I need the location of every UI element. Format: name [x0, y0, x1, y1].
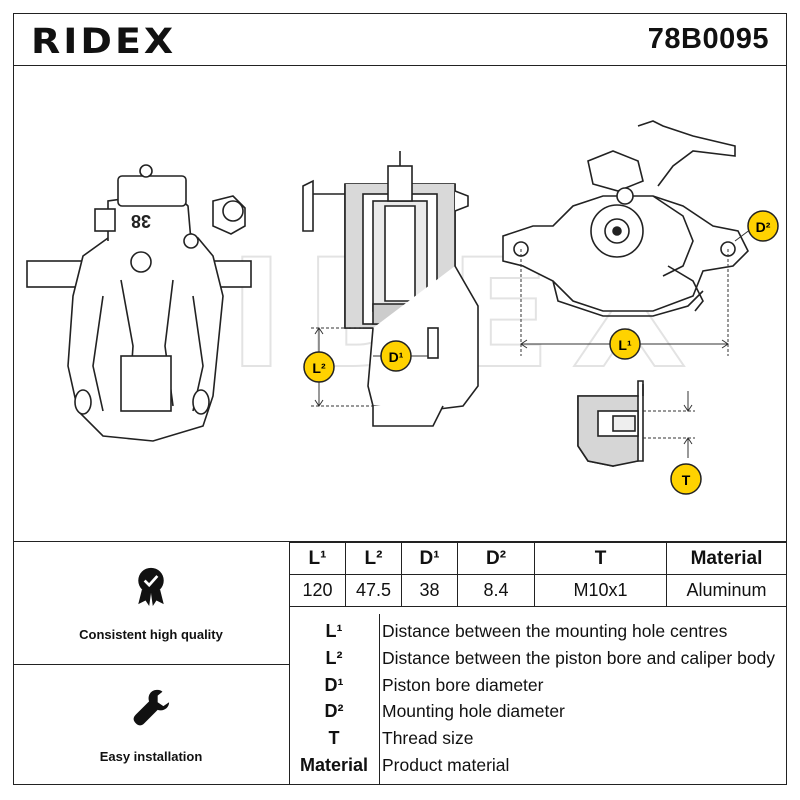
d1-badge — [380, 340, 412, 372]
spec-header-l1: L¹ — [289, 542, 346, 575]
legend-text: Piston bore diameter — [382, 675, 544, 695]
spec-table: L¹ L² D¹ D² T Material 120 47.5 38 8.4 M… — [289, 542, 787, 607]
spec-value-l1: 120 — [289, 574, 346, 607]
legend-text: Distance between the piston bore and cal… — [382, 648, 776, 668]
caliper-stamp-text: 38 — [131, 211, 151, 231]
spec-value-d2: 8.4 — [457, 574, 535, 607]
spec-header-d1: D¹ — [401, 542, 458, 575]
spec-section: Consistent high quality Easy installatio… — [13, 541, 787, 785]
caliper-front-view: 38 — [26, 164, 252, 442]
legend-text: Product material — [382, 755, 510, 775]
feature-label-installation: Easy installation — [99, 749, 203, 764]
legend-symbol: D² — [324, 701, 344, 721]
legend-item: L¹ Distance between the mounting hole ce… — [289, 618, 787, 644]
spec-value-material: Aluminum — [666, 574, 787, 607]
spec-value-l2: 47.5 — [345, 574, 402, 607]
legend-symbol: T — [328, 728, 340, 748]
caliper-rear-view — [502, 120, 749, 317]
feature-divider — [13, 664, 289, 665]
caliper-section-view — [302, 151, 479, 427]
legend-item: T Thread size — [289, 725, 787, 751]
legend-item: L² Distance between the piston bore and … — [289, 645, 787, 671]
legend-text: Thread size — [382, 728, 474, 748]
legend-divider — [379, 614, 380, 784]
spec-value-t: M10x1 — [534, 574, 667, 607]
spec-value-d1: 38 — [401, 574, 458, 607]
legend-item: Material Product material — [289, 752, 787, 778]
caliper-drawing-svg: RIDEX 38 — [26, 120, 779, 495]
thread-detail-view — [577, 380, 644, 467]
legend-symbol: L¹ — [325, 621, 343, 641]
header-bar: RIDEX 78B0095 — [13, 13, 787, 66]
quality-badge-icon — [138, 567, 164, 606]
spec-header-t: T — [534, 542, 667, 575]
spec-header-row: L¹ L² D¹ D² T Material — [289, 542, 787, 575]
t-badge-label: T — [682, 472, 691, 488]
legend-symbol: L² — [325, 648, 343, 668]
spec-header-l2: L² — [345, 542, 402, 575]
wrench-icon — [133, 689, 170, 726]
legend-item: D¹ Piston bore diameter — [289, 672, 787, 698]
l1-badge-label: L¹ — [618, 337, 632, 353]
l2-badge-label: L² — [312, 360, 326, 376]
legend-text: Distance between the mounting hole centr… — [382, 621, 728, 641]
d2-badge-label: D² — [756, 219, 771, 235]
t-badge — [670, 463, 702, 495]
d1-badge-label: D¹ — [389, 349, 404, 365]
legend-text: Mounting hole diameter — [382, 701, 565, 721]
l1-badge — [609, 328, 641, 360]
spec-header-material: Material — [666, 542, 787, 575]
technical-drawing: RIDEX 38 — [13, 66, 787, 541]
brand-logo: RIDEX — [31, 20, 177, 62]
section-divider — [289, 542, 290, 784]
spec-header-d2: D² — [457, 542, 535, 575]
page-frame — [13, 13, 787, 785]
dimension-t — [643, 391, 695, 458]
part-number: 78B0095 — [647, 23, 769, 55]
l2-badge — [303, 351, 335, 383]
legend-symbol: Material — [299, 755, 369, 775]
legend-item: D² Mounting hole diameter — [289, 698, 787, 724]
d2-badge — [747, 210, 779, 242]
spec-value-row: 120 47.5 38 8.4 M10x1 Aluminum — [289, 574, 787, 607]
legend-symbol: D¹ — [324, 675, 344, 695]
feature-label-quality: Consistent high quality — [79, 627, 223, 642]
